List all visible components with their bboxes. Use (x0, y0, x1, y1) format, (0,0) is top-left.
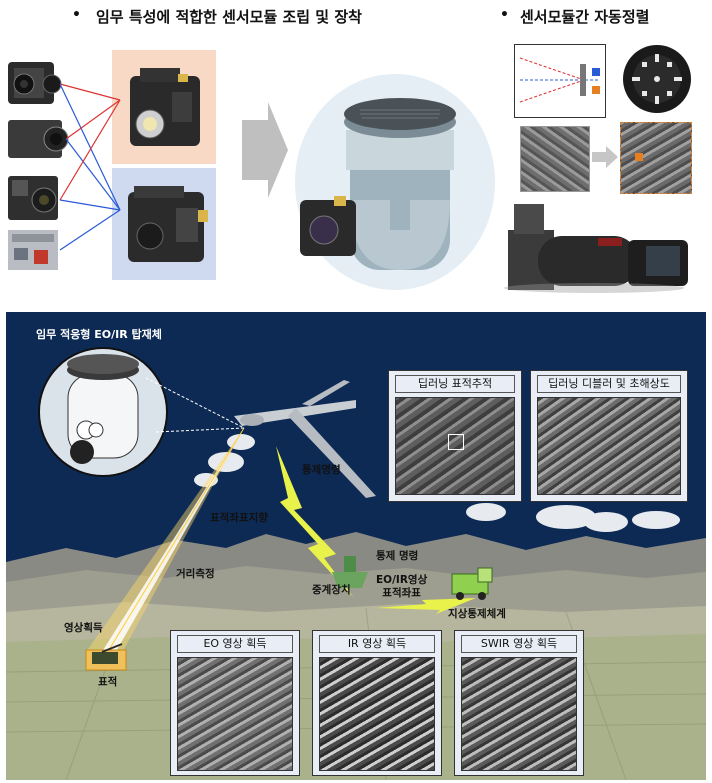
alignment-marker (635, 153, 643, 161)
range-label: 거리측정 (176, 568, 215, 580)
scene-section: 임무 적응형 EO/IR 탑재체 딥러닝 표적추적 딥러닝 디블러 및 초해상도… (6, 312, 706, 780)
eo-label: EO 영상 획득 (177, 635, 293, 653)
deep-tracking-panel: 딥러닝 표적추적 (388, 370, 522, 502)
assembled-module-b (128, 186, 208, 262)
scene-header: 임무 적응형 EO/IR 탑재체 (36, 328, 162, 341)
swir-panel: SWIR 영상 획득 (454, 630, 584, 776)
assembled-module-a (130, 68, 200, 146)
left-title: 임무 특성에 적합한 센서모듈 조립 및 장착 (96, 8, 362, 26)
deep-deblur-label: 딥러닝 디블러 및 초해상도 (537, 375, 681, 393)
right-title: 센서모듈간 자동정렬 (520, 8, 650, 26)
sensor-assembly-diagram (8, 50, 216, 280)
deep-tracking-label: 딥러닝 표적추적 (395, 375, 515, 393)
deep-deblur-panel: 딥러닝 디블러 및 초해상도 (530, 370, 688, 502)
ir-panel: IR 영상 획득 (312, 630, 442, 776)
eo-image (177, 657, 293, 771)
image-acq-label: 영상획득 (64, 622, 103, 634)
ground-control-label: 지상통제체계 (448, 608, 506, 620)
top-section: • 임무 특성에 적합한 센서모듈 조립 및 장착 • 센서모듈간 자동정렬 (0, 0, 712, 305)
camera-module-3 (8, 176, 58, 220)
deep-deblur-image (537, 397, 681, 495)
ir-label: IR 영상 획득 (319, 635, 435, 653)
alignment-optics-diagram (514, 44, 606, 118)
alignment-equipment-image (504, 204, 688, 293)
camera-module-2 (8, 120, 69, 158)
alignment-thumbnail-before (520, 126, 590, 192)
camera-module-1 (8, 62, 62, 104)
gray-arrow-icon (592, 146, 618, 168)
gimbal-pod-image (295, 74, 495, 290)
alignment-thumbnail-after (620, 122, 692, 194)
relay-command-label: 통제 명령 (376, 550, 419, 562)
target-label: 표적 (98, 676, 118, 688)
relay-label: 중계장치 (312, 584, 351, 596)
left-title-bullet: • (72, 7, 81, 23)
swir-image (461, 657, 577, 771)
eo-ir-coord-label: EO/IR영상 표적좌표 (376, 574, 428, 599)
command-label: 통제명령 (302, 464, 341, 476)
swir-label: SWIR 영상 획득 (461, 635, 577, 653)
eo-panel: EO 영상 획득 (170, 630, 300, 776)
tracking-crosshair-icon (448, 434, 464, 450)
alignment-target-disc (623, 45, 691, 113)
deep-tracking-image (395, 397, 515, 495)
ir-image (319, 657, 435, 771)
target-direction-label: 표적좌표지향 (210, 512, 268, 524)
camera-module-4 (8, 230, 58, 270)
right-title-bullet: • (500, 7, 509, 23)
right-arrow-icon (242, 102, 288, 198)
